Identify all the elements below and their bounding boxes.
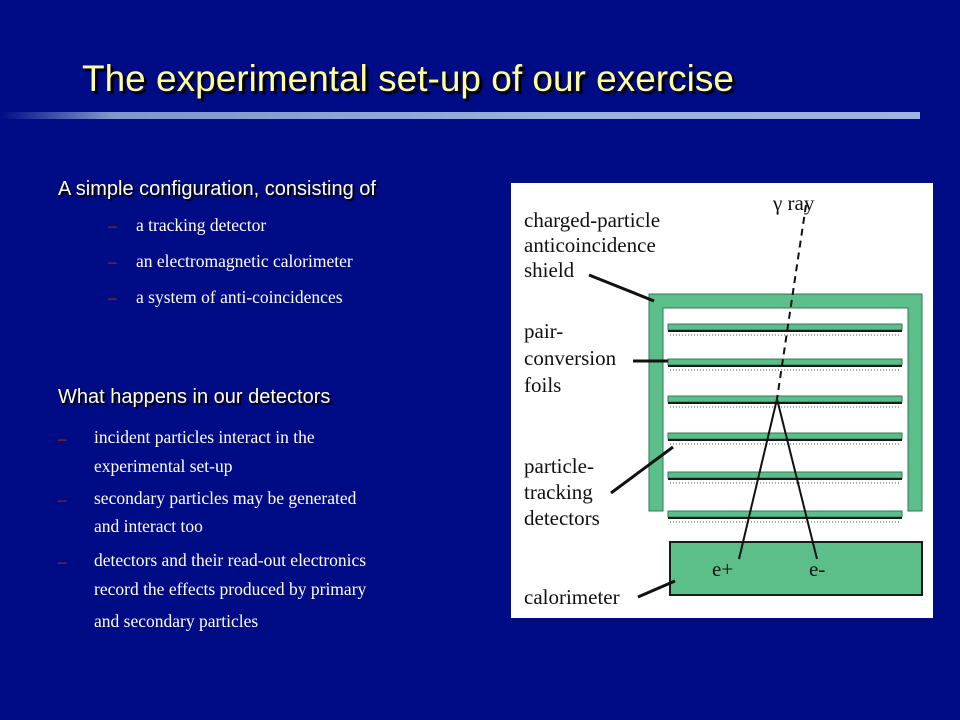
calorimeter-label: calorimeter [524, 585, 620, 609]
tracking-label-line: tracking [524, 480, 593, 504]
section2-item-line: incident particles interact in the [94, 427, 315, 447]
foils-label-line: pair- [524, 319, 563, 343]
detector-diagram: γ ray charged-particle anticoincidence s… [511, 183, 933, 618]
tracker-plane [667, 510, 903, 523]
calorimeter-block [669, 541, 923, 596]
positron-track [738, 398, 778, 560]
section2-heading: What happens in our detectors [58, 386, 331, 408]
section2-item-line: secondary particles may be generated [94, 488, 357, 508]
electron-label: e- [809, 557, 825, 581]
gamma-ray-label: γ ray [772, 191, 815, 215]
shield-label-line: charged-particle [524, 208, 660, 232]
shield-label-line: shield [524, 258, 575, 282]
calorimeter-leader-line [637, 579, 676, 599]
bullet-dash: – [58, 552, 67, 571]
section1-heading: A simple configuration, consisting of [58, 178, 376, 200]
section2-item-line: experimental set-up [94, 456, 233, 476]
tracker-plane [667, 358, 903, 371]
title-divider [0, 112, 920, 119]
slide-title: The experimental set-up of our exercise [82, 58, 734, 99]
detector-diagram-svg: γ ray charged-particle anticoincidence s… [524, 191, 923, 609]
bullet-dash: – [108, 288, 117, 307]
anticoincidence-shield [648, 293, 923, 512]
bullet-dash: – [58, 490, 67, 509]
tracking-label-line: detectors [524, 506, 600, 530]
section1-item-calorimeter: an electromagnetic calorimeter [136, 251, 353, 271]
tracker-plane [667, 471, 903, 484]
tracker-plane [667, 323, 903, 336]
positron-label: e+ [712, 557, 733, 581]
bullet-dash: – [108, 216, 117, 235]
section1-item-tracking: a tracking detector [136, 215, 267, 235]
section1-item-anticoincidence: a system of anti-coincidences [136, 287, 343, 307]
bullet-dash: – [108, 252, 117, 271]
section2-item-line: detectors and their read-out electronics [94, 550, 367, 570]
gamma-ray-track [776, 204, 807, 400]
foils-label-line: foils [524, 373, 561, 397]
electron-track [776, 398, 818, 560]
tracker-plane [667, 395, 903, 408]
foils-label-line: conversion [524, 346, 617, 370]
shield-leader-line [588, 273, 655, 303]
shield-label-line: anticoincidence [524, 233, 656, 257]
bullet-dash: – [58, 429, 67, 448]
section2-item-line: and interact too [94, 516, 203, 536]
tracking-label-line: particle- [524, 454, 594, 478]
section2-item-line: and secondary particles [94, 611, 259, 631]
tracking-leader-line [610, 445, 674, 495]
section2-item-line: record the effects produced by primary [94, 579, 367, 599]
